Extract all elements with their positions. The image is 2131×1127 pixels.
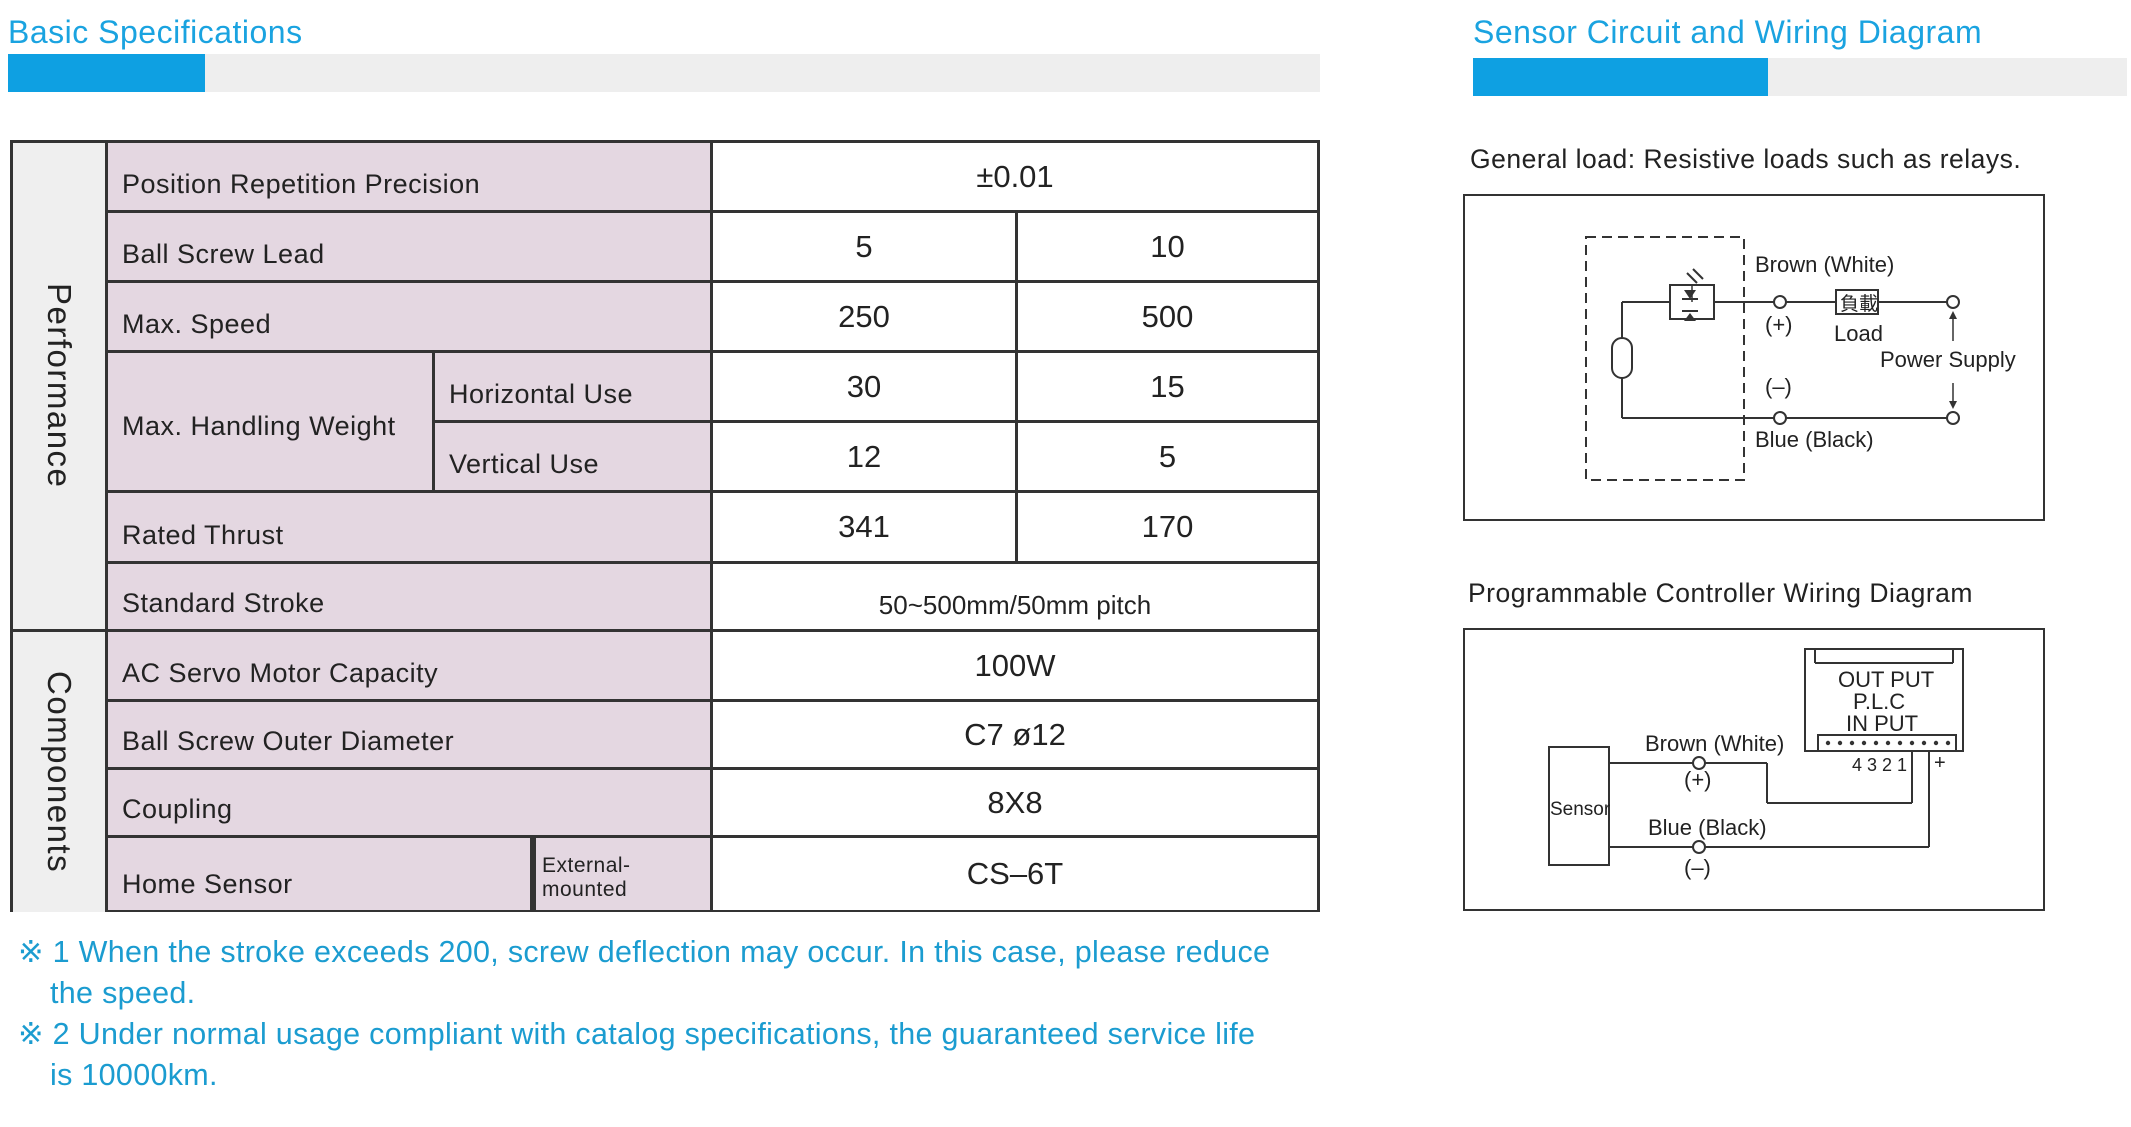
horizontal-value-2: 15 [1018,353,1317,423]
diameter-label: Ball Screw Outer Diameter [108,702,713,770]
thrust-value-2: 170 [1018,493,1317,564]
diameter-value: C7 ø12 [713,702,1317,770]
thrust-label: Rated Thrust [108,493,713,564]
vertical-label: Vertical Use [435,423,713,493]
basic-specifications-bar [8,54,1320,92]
precision-label: Position Repetition Precision [108,143,713,213]
stroke-label: Standard Stroke [108,564,713,632]
home-sensor-label: Home Sensor [108,838,533,910]
plc-plus-pin: + [1934,752,1946,774]
stroke-value: 50~500mm/50mm pitch [713,564,1317,632]
load-box-label: 負載 [1840,293,1878,315]
plc-wiring-diagram: OUT PUT P.L.C IN PUT 4 3 2 1 + Sensor Br… [1463,628,2045,911]
blue-black-label: Blue (Black) [1755,427,1874,452]
plc-minus-label: (–) [1684,855,1711,880]
plc-output-label: OUT PUT [1838,667,1934,692]
weight-label: Max. Handling Weight [108,353,435,493]
speed-value-1: 250 [713,283,1018,353]
plc-wiring-caption: Programmable Controller Wiring Diagram [1468,578,1973,608]
horizontal-label: Horizontal Use [435,353,713,423]
sensor-label: Sensor [1550,799,1611,820]
lead-label: Ball Screw Lead [108,213,713,283]
coupling-label: Coupling [108,770,713,838]
speed-label: Max. Speed [108,283,713,353]
plc-blue-black-label: Blue (Black) [1648,815,1767,840]
thrust-value-1: 341 [713,493,1018,564]
brown-white-label: Brown (White) [1755,252,1894,277]
plus-label: (+) [1765,312,1793,337]
specifications-table: Performance Components Position Repetiti… [10,140,1320,912]
horizontal-value-1: 30 [713,353,1018,423]
motor-label: AC Servo Motor Capacity [108,632,713,702]
motor-value: 100W [713,632,1317,702]
vertical-value-1: 12 [713,423,1018,493]
general-load-caption: General load: Resistive loads such as re… [1470,144,2022,174]
sensor-circuit-bar [1473,58,2127,96]
plc-brown-white-label: Brown (White) [1645,731,1784,756]
precision-value: ±0.01 [713,143,1317,213]
load-label: Load [1834,321,1883,346]
note-1-line-2: the speed. [50,976,196,1010]
vertical-value-2: 5 [1018,423,1317,493]
lead-value-1: 5 [713,213,1018,283]
power-supply-label: Power Supply [1880,347,2016,372]
note-1-line-1: ※ 1 When the stroke exceeds 200, screw d… [18,935,1271,969]
basic-specifications-title: Basic Specifications [8,14,303,50]
plc-input-label: IN PUT [1846,711,1918,736]
note-2-line-2: is 10000km. [50,1058,218,1092]
sensor-circuit-title: Sensor Circuit and Wiring Diagram [1473,14,1983,50]
lead-value-2: 10 [1018,213,1317,283]
home-sensor-value: CS–6T [713,838,1317,910]
plc-pins-label: 4 3 2 1 [1852,755,1907,775]
plc-plus-label: (+) [1684,767,1712,792]
minus-label: (–) [1765,374,1792,399]
home-sensor-mount: External-mounted [533,838,713,910]
general-load-diagram: Brown (White) (+) 負載 Load Power Supply (… [1463,194,2045,521]
components-group-label: Components [13,632,108,912]
plc-name-label: P.L.C [1853,689,1905,714]
notes: ※ 1 When the stroke exceeds 200, screw d… [18,932,1338,1096]
coupling-value: 8X8 [713,770,1317,838]
speed-value-2: 500 [1018,283,1317,353]
performance-group-label: Performance [13,143,108,632]
note-2-line-1: ※ 2 Under normal usage compliant with ca… [18,1017,1256,1051]
